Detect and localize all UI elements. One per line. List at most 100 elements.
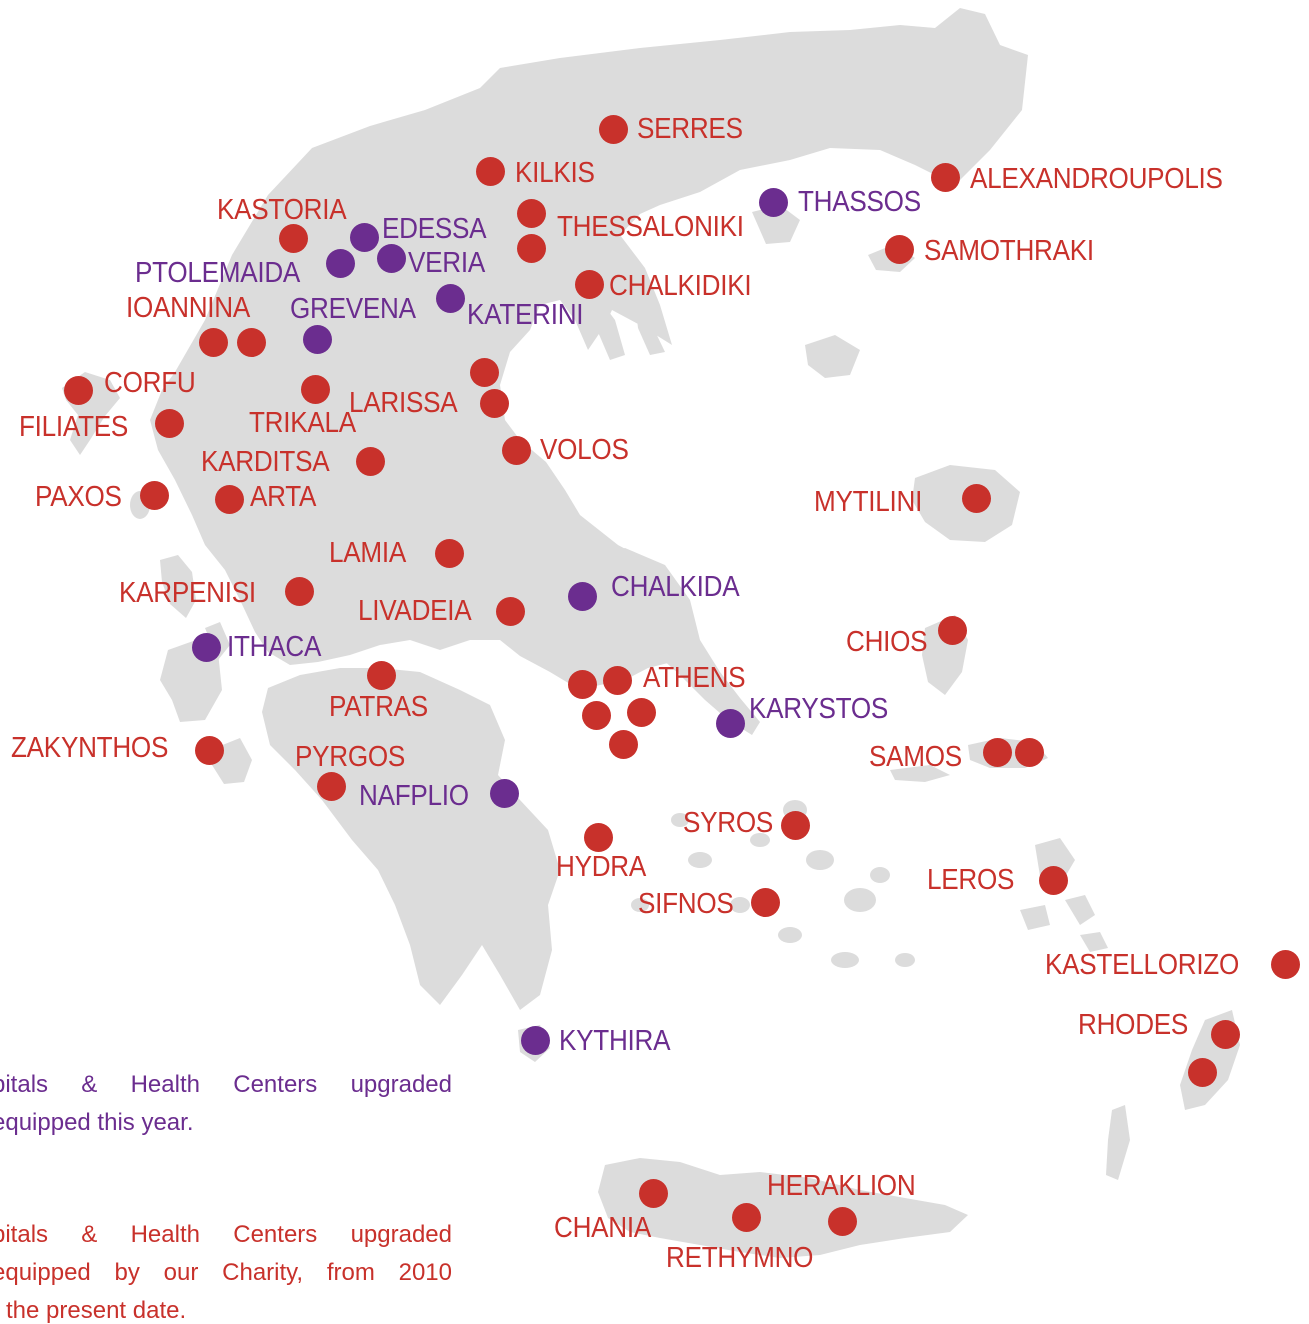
marker-pyrgos[interactable] (317, 772, 346, 801)
label-samos: SAMOS (869, 741, 962, 773)
label-larissa: LARISSA (349, 387, 458, 419)
marker-kilkis[interactable] (476, 157, 505, 186)
marker-thessaloniki-2[interactable] (517, 234, 546, 263)
label-chalkidiki: CHALKIDIKI (609, 270, 752, 302)
marker-hydra[interactable] (584, 823, 613, 852)
marker-ioannina-2[interactable] (237, 328, 266, 357)
marker-ptolemaida[interactable] (326, 249, 355, 278)
marker-athens-2[interactable] (603, 666, 632, 695)
marker-kastoria[interactable] (279, 224, 308, 253)
label-edessa: EDESSA (382, 213, 487, 245)
label-karystos: KARYSTOS (749, 693, 889, 725)
marker-zakynthos[interactable] (195, 736, 224, 765)
marker-patras[interactable] (367, 661, 396, 690)
legend-purple-line-1: pitals & Health Centers upgraded (0, 1071, 452, 1098)
marker-alexandroupolis[interactable] (931, 163, 960, 192)
marker-nafplio[interactable] (490, 779, 519, 808)
marker-serres[interactable] (599, 115, 628, 144)
marker-athens-1[interactable] (568, 670, 597, 699)
marker-katerini[interactable] (436, 284, 465, 313)
label-volos: VOLOS (540, 434, 629, 466)
marker-rethymno[interactable] (732, 1203, 761, 1232)
label-kastellorizo: KASTELLORIZO (1045, 949, 1240, 981)
label-filiates: FILIATES (19, 411, 129, 443)
label-ioannina: IOANNINA (126, 292, 251, 324)
label-zakynthos: ZAKYNTHOS (11, 732, 169, 764)
marker-syros[interactable] (781, 811, 810, 840)
marker-rhodes-1[interactable] (1211, 1020, 1240, 1049)
marker-lamia[interactable] (435, 539, 464, 568)
label-syros: SYROS (683, 807, 774, 839)
marker-ioannina-1[interactable] (199, 328, 228, 357)
label-hydra: HYDRA (556, 851, 647, 883)
marker-karpenisi[interactable] (285, 577, 314, 606)
label-leros: LEROS (927, 864, 1015, 896)
marker-chalkidiki[interactable] (575, 270, 604, 299)
marker-heraklion[interactable] (828, 1207, 857, 1236)
label-athens: ATHENS (643, 662, 746, 694)
marker-larissa-1[interactable] (470, 358, 499, 387)
marker-kythira[interactable] (521, 1026, 550, 1055)
label-ithaca: ITHACA (227, 631, 322, 663)
marker-sifnos[interactable] (751, 888, 780, 917)
label-mytilini: MYTILINI (814, 486, 923, 518)
label-arta: ARTA (250, 481, 317, 513)
legend-purple-line-2: equipped this year. (0, 1109, 194, 1136)
legend-purple-text: pitals & Health Centers upgraded equippe… (0, 1066, 452, 1142)
label-chania: CHANIA (554, 1212, 652, 1244)
label-kastoria: KASTORIA (217, 194, 347, 226)
marker-athens-3[interactable] (582, 701, 611, 730)
marker-chios[interactable] (938, 616, 967, 645)
marker-chania[interactable] (639, 1179, 668, 1208)
legend-red-line-3: the present date. (6, 1297, 187, 1324)
label-patras: PATRAS (329, 691, 428, 723)
marker-samothraki[interactable] (885, 235, 914, 264)
marker-paxos[interactable] (140, 481, 169, 510)
marker-athens-5[interactable] (609, 730, 638, 759)
marker-mytilini[interactable] (962, 484, 991, 513)
label-kilkis: KILKIS (515, 157, 595, 189)
marker-corfu[interactable] (64, 376, 93, 405)
marker-athens-4[interactable] (627, 698, 656, 727)
label-serres: SERRES (637, 113, 743, 145)
marker-edessa[interactable] (350, 223, 379, 252)
marker-karystos[interactable] (716, 709, 745, 738)
label-kythira: KYTHIRA (559, 1025, 671, 1057)
marker-ithaca[interactable] (192, 633, 221, 662)
label-chios: CHIOS (846, 626, 928, 658)
marker-samos-1[interactable] (983, 738, 1012, 767)
legend-red-text: pitals & Health Centers upgraded equippe… (0, 1216, 452, 1324)
marker-veria[interactable] (377, 244, 406, 273)
label-nafplio: NAFPLIO (359, 780, 469, 812)
marker-samos-2[interactable] (1015, 738, 1044, 767)
marker-larissa-2[interactable] (480, 389, 509, 418)
marker-rhodes-2[interactable] (1188, 1058, 1217, 1087)
label-ptolemaida: PTOLEMAIDA (135, 257, 301, 289)
marker-leros[interactable] (1039, 866, 1068, 895)
label-livadeia: LIVADEIA (358, 595, 472, 627)
label-thessaloniki: THESSALONIKI (557, 211, 744, 243)
marker-thassos[interactable] (759, 188, 788, 217)
label-trikala: TRIKALA (249, 407, 356, 439)
marker-grevena[interactable] (303, 325, 332, 354)
marker-chalkida[interactable] (568, 582, 597, 611)
marker-livadeia[interactable] (496, 597, 525, 626)
label-lamia: LAMIA (329, 537, 406, 569)
marker-thessaloniki-1[interactable] (517, 199, 546, 228)
label-katerini: KATERINI (467, 299, 584, 331)
marker-volos[interactable] (502, 436, 531, 465)
label-karditsa: KARDITSA (201, 446, 330, 478)
label-samothraki: SAMOTHRAKI (924, 235, 1094, 267)
label-paxos: PAXOS (35, 481, 122, 513)
legend-red-line-1: pitals & Health Centers upgraded (0, 1221, 452, 1248)
marker-kastellorizo[interactable] (1271, 950, 1300, 979)
marker-arta[interactable] (215, 485, 244, 514)
label-heraklion: HERAKLION (767, 1170, 916, 1202)
marker-trikala[interactable] (301, 375, 330, 404)
marker-filiates[interactable] (155, 409, 184, 438)
label-rhodes: RHODES (1078, 1009, 1189, 1041)
label-corfu: CORFU (104, 367, 196, 399)
label-grevena: GREVENA (290, 293, 416, 325)
marker-karditsa[interactable] (356, 447, 385, 476)
